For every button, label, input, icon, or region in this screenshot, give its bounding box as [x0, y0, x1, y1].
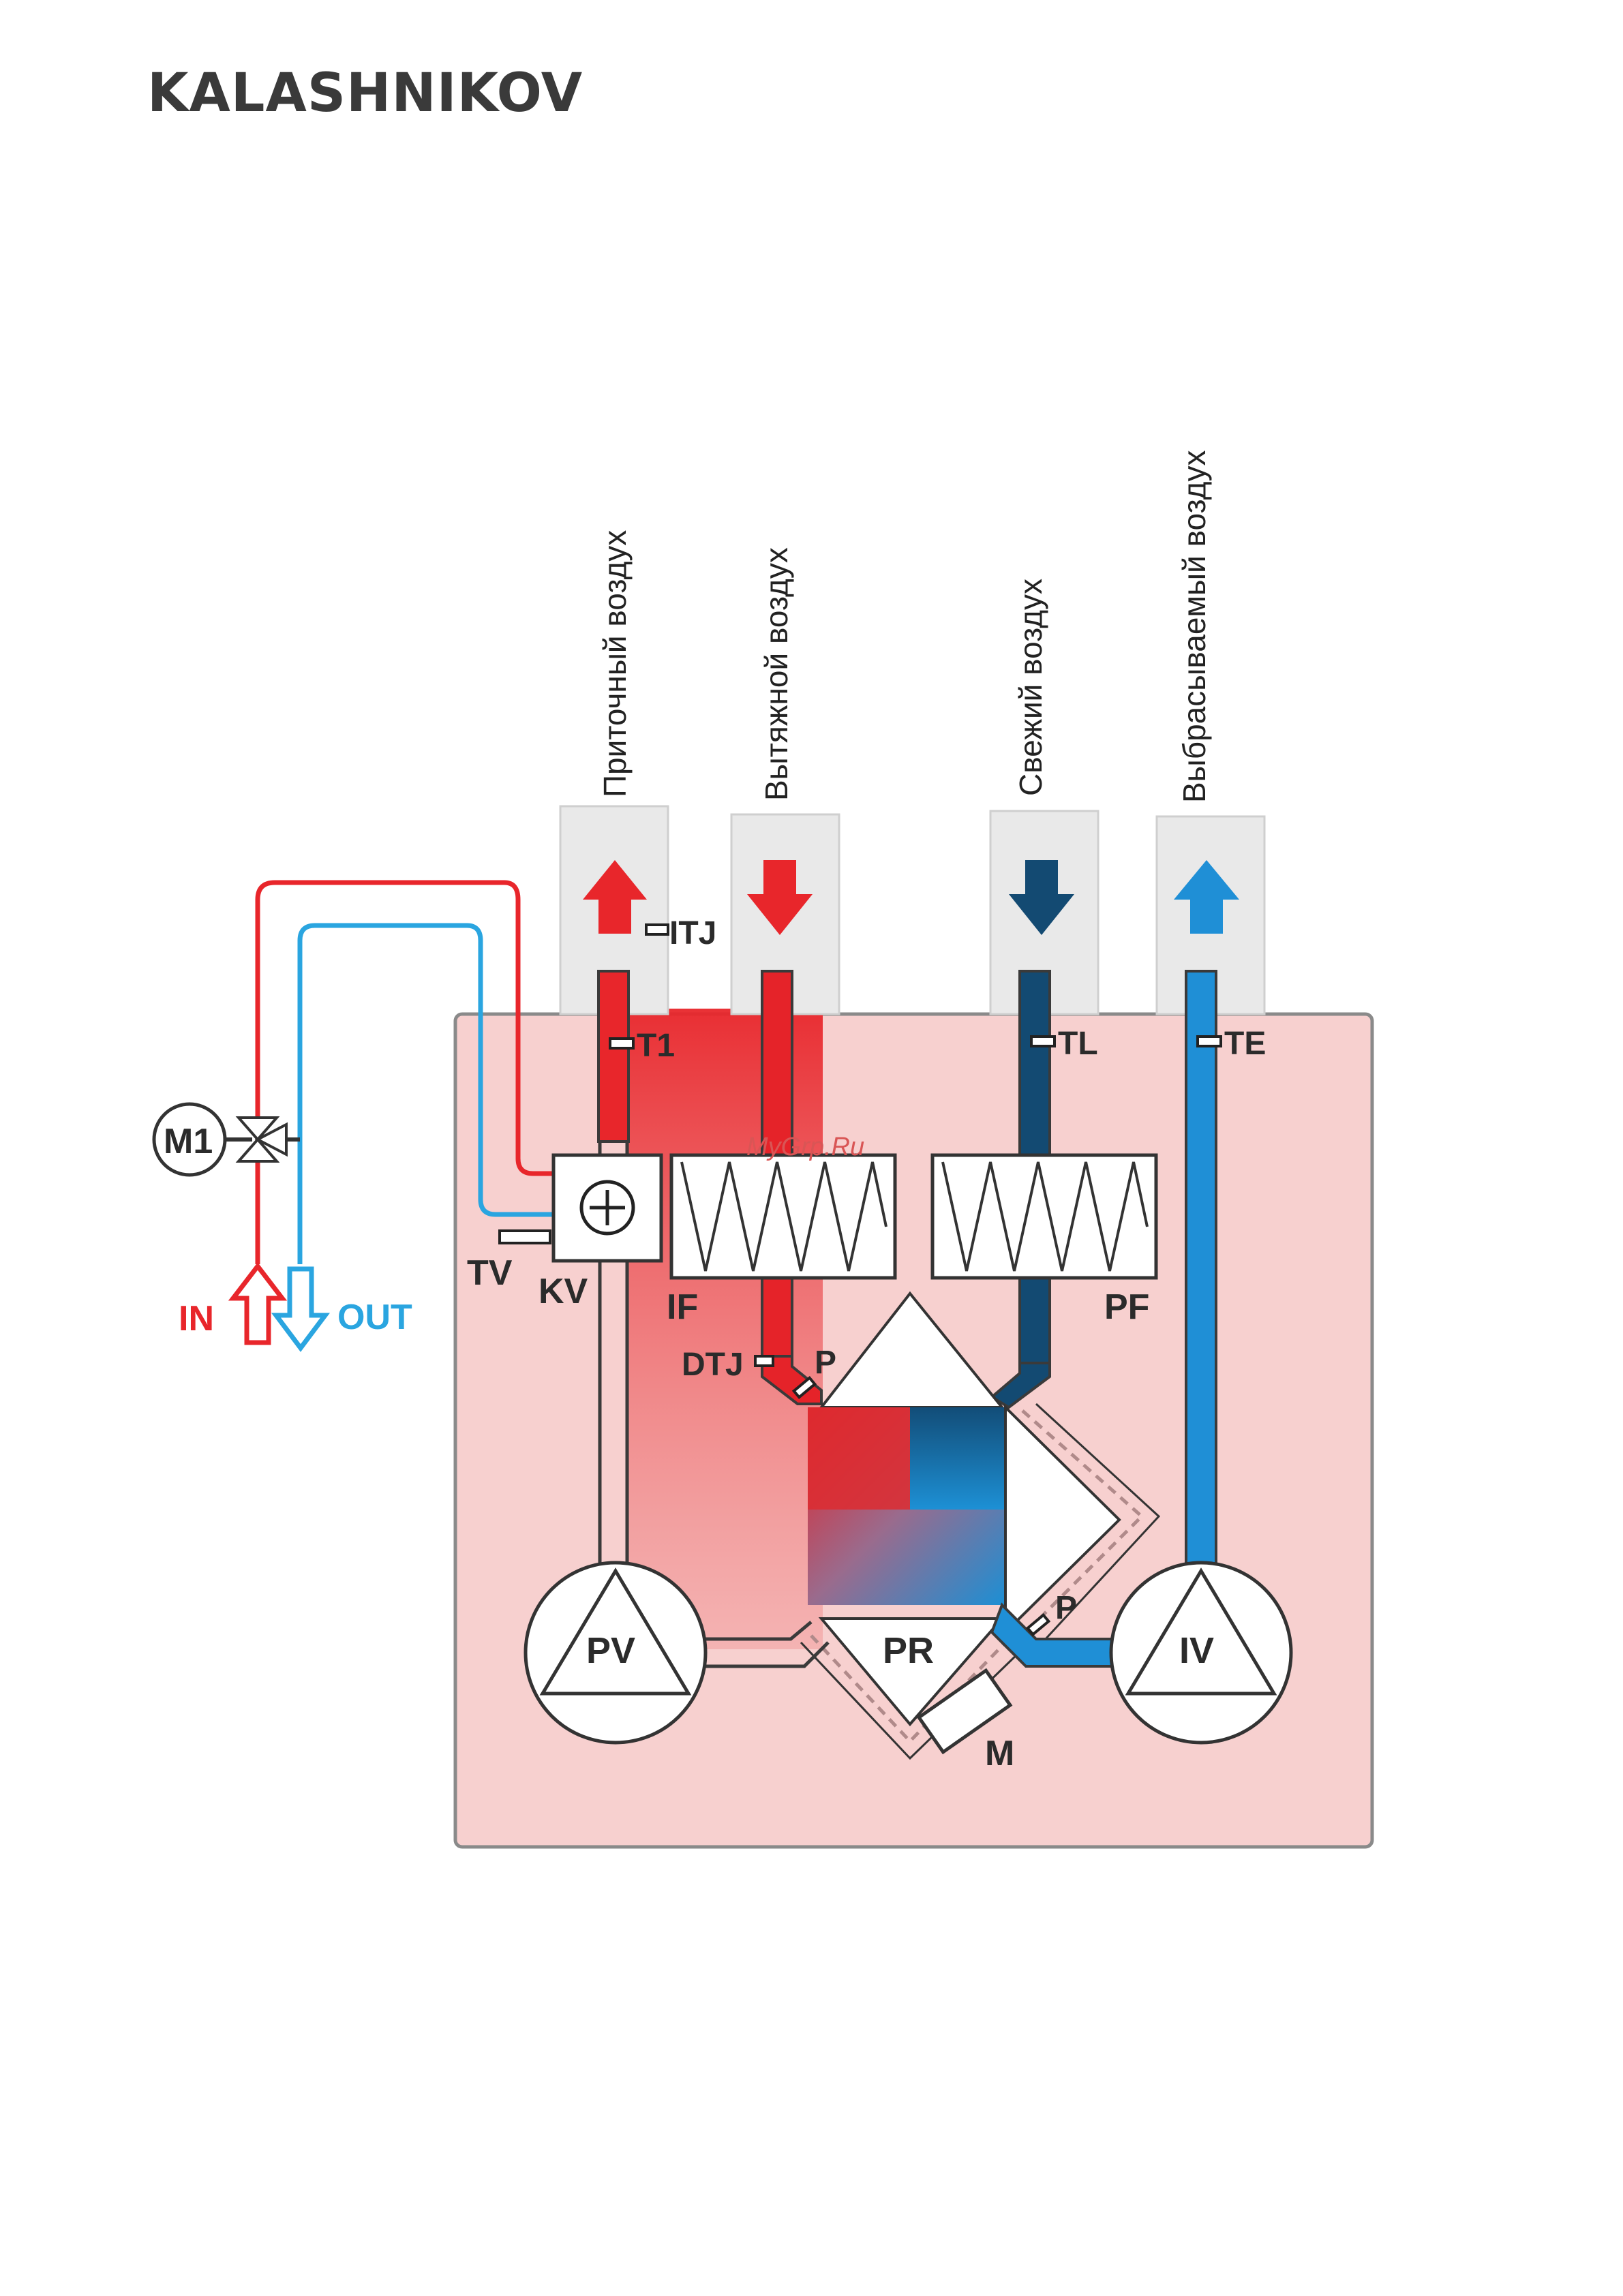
svg-text:DTJ: DTJ [682, 1347, 744, 1383]
svg-text:PR: PR [883, 1630, 934, 1671]
svg-text:M: M [985, 1734, 1014, 1773]
extract-air-zone [628, 1009, 823, 1649]
svg-text:PV: PV [586, 1630, 635, 1671]
svg-text:TL: TL [1058, 1026, 1098, 1062]
svg-text:IF: IF [667, 1287, 698, 1327]
extract-air-label: Вытяжной воздух [759, 547, 794, 801]
exhaust-air-duct [1186, 971, 1216, 1564]
svg-text:T1: T1 [637, 1028, 675, 1064]
svg-text:PF: PF [1104, 1287, 1149, 1327]
motor-m1: M1 [154, 1104, 300, 1175]
svg-text:KV: KV [539, 1272, 588, 1311]
svg-text:IV: IV [1179, 1630, 1214, 1671]
water-in-label: IN [179, 1299, 214, 1338]
water-out-label: OUT [337, 1298, 412, 1337]
svg-text:P: P [815, 1345, 836, 1381]
supply-air-label: Приточный воздух [597, 530, 633, 797]
svg-text:TV: TV [467, 1253, 513, 1293]
svg-text:TE: TE [1224, 1026, 1266, 1062]
supply-fan-pv: PV [526, 1563, 706, 1743]
svg-text:M1: M1 [164, 1122, 213, 1161]
supply-air-red-duct [598, 971, 628, 1142]
watermark: MyGrp.Ru [746, 1133, 864, 1161]
water-out-arrow-icon [276, 1269, 325, 1348]
exhaust-fan-iv: IV [1111, 1563, 1291, 1743]
fresh-air-label: Свежий воздух [1013, 579, 1048, 796]
svg-text:ITJ: ITJ [669, 915, 716, 951]
water-in-arrow-icon [233, 1266, 282, 1343]
svg-text:P: P [1055, 1590, 1077, 1626]
exhaust-air-label: Выбрасываемый воздух [1177, 450, 1212, 803]
